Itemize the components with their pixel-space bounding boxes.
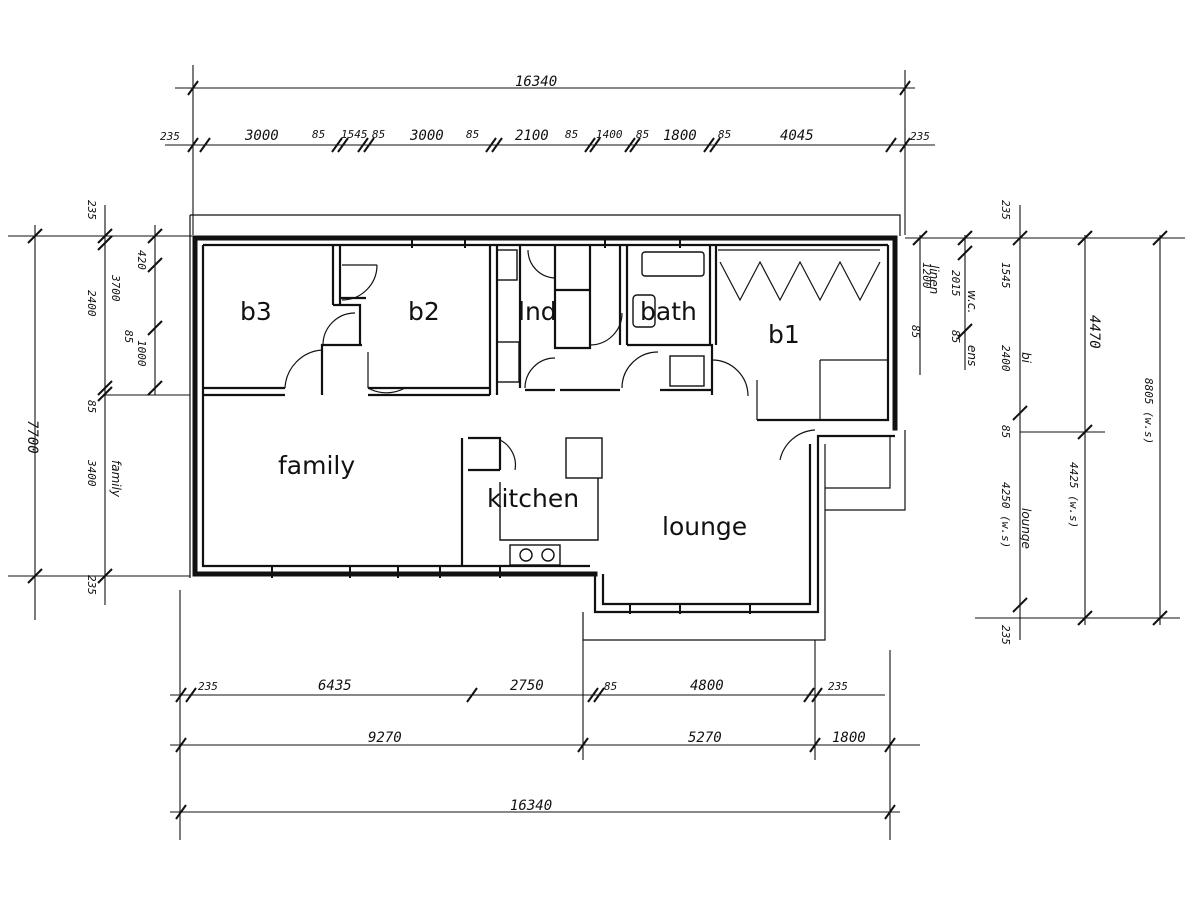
note-bi: bi [1019,352,1033,364]
top-seg-3: 85 [312,128,325,141]
top-seg-2: 3000 [244,128,279,144]
left-family-note: family [109,460,123,498]
left-seg-4: 3700 [109,274,122,302]
bottom-dimensions: 235 6435 2750 85 4800 235 9270 5270 1800… [170,590,920,840]
room-b2: b2 [408,297,440,326]
room-kitchen: kitchen [487,484,579,513]
top-seg-6: 3000 [409,128,444,144]
right-dimensions: 235 1200 1545 85 2015 85 2400 85 4250 (w… [905,200,1185,645]
top-seg-1: 235 [160,130,180,143]
bottom-overall-dim: 16340 [510,798,552,814]
right-overall-dim: 8805 (w.s) [1142,378,1155,444]
top-seg-14: 4045 [780,128,814,144]
left-seg-1: 235 [85,200,98,220]
right-seg-5: 2015 [949,270,962,297]
right-seg-4: 85 [909,325,922,338]
room-b1: b1 [768,320,800,349]
room-labels: b3 b2 lnd bath b1 family kitchen lounge [240,297,800,541]
room-lnd: lnd [518,297,557,326]
top-segment-ticks [187,137,911,153]
bottom-seg-2: 6435 [318,678,352,694]
right-seg-9: 4250 (w.s) [999,482,1012,548]
window-marks [271,236,751,614]
room-lounge: lounge [662,512,747,541]
right-seg-1: 235 [999,200,1012,220]
top-seg-12: 1800 [663,128,697,144]
note-ens: ens [965,345,979,366]
room-b3: b3 [240,297,272,326]
doors [284,249,816,471]
left-dimensions: 7700 235 2400 420 3700 85 1000 85 3400 2… [8,200,195,620]
top-seg-11: 85 [636,128,649,141]
top-seg-15: 235 [910,130,930,143]
note-lounge: lounge [1019,508,1033,549]
room-bath: bath [640,297,697,326]
left-seg-9: 235 [85,575,98,595]
left-seg-6: 1000 [135,340,148,367]
right-seg-3: 1545 [999,262,1012,289]
room-family: family [278,451,355,480]
bottom-row2-3: 1800 [832,730,866,746]
right-lower-dim: 4425 (w.s) [1067,462,1080,528]
left-seg-5: 85 [122,330,135,343]
right-seg-7: 2400 [999,345,1012,372]
top-overall-dim: 16340 [515,74,557,90]
left-seg-3: 420 [135,250,148,270]
top-dimensions: 16340 235 3000 85 1545 85 3000 85 2100 [160,65,935,235]
top-seg-9: 85 [565,128,578,141]
bottom-seg-5: 4800 [690,678,724,694]
bottom-seg-6: 235 [828,680,848,693]
left-seg-2: 2400 [85,290,98,317]
bottom-seg-4: 85 [604,680,617,693]
note-linen: linen [927,265,941,294]
bottom-seg-3: 2750 [510,678,544,694]
left-seg-8: 3400 [85,459,98,487]
top-seg-10: 1400 [596,128,623,141]
right-seg-6: 85 [949,330,962,343]
bottom-row2-2: 5270 [688,730,722,746]
top-seg-5: 85 [372,128,385,141]
note-wc: w.c. [965,290,979,313]
bottom-seg-1: 235 [198,680,218,693]
left-overall-dim: 7700 [24,420,40,454]
right-mid-dim: 4470 [1086,315,1102,349]
top-seg-7: 85 [466,128,479,141]
bottom-row2-1: 9270 [368,730,402,746]
top-seg-4: 1545 [341,128,368,141]
right-seg-8: 85 [999,425,1012,438]
right-seg-2: 1200 [920,262,933,289]
top-seg-8: 2100 [515,128,549,144]
left-seg-7: 85 [85,400,98,413]
right-seg-10: 235 [999,625,1012,645]
walls [189,214,906,641]
top-seg-13: 85 [718,128,731,141]
